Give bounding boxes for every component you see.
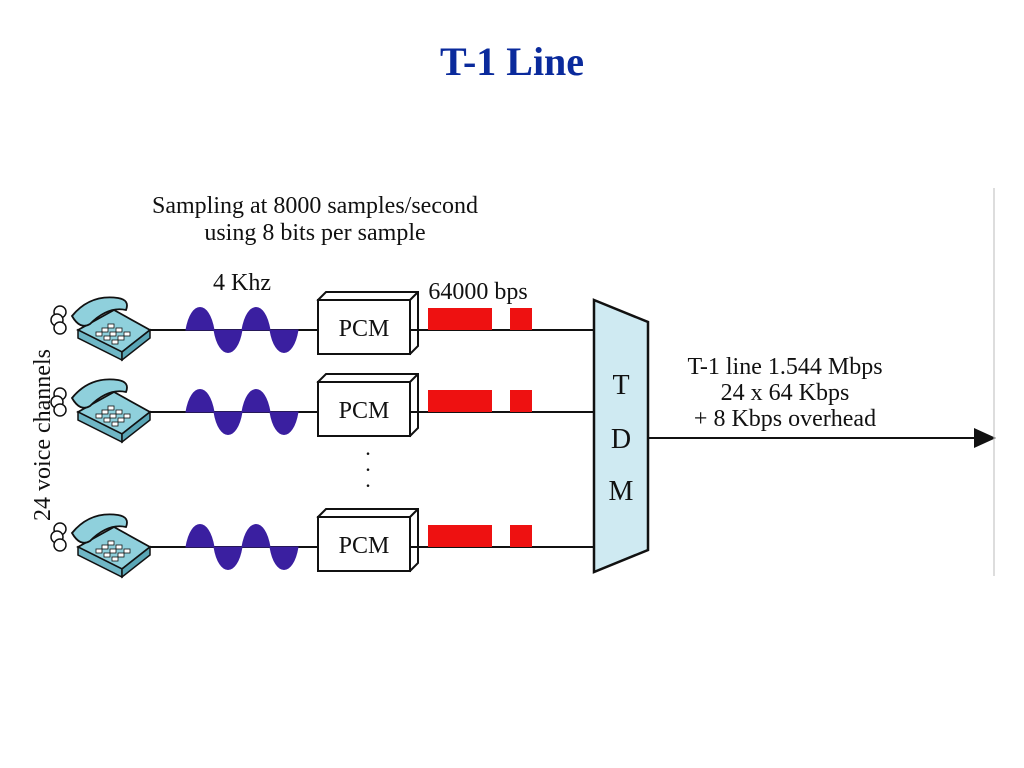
pulse-block [428,525,492,547]
telephone-icon [50,513,151,578]
tdm-letter-m: M [609,476,634,507]
arrow-head-icon [974,428,996,448]
analog-wave [185,307,299,353]
pulse-block [510,525,532,547]
output-line-1: T-1 line 1.544 Mbps [687,354,882,380]
pulse-block [510,308,532,330]
telephone-icon [50,296,151,361]
pcm-encoder: PCM [316,373,419,438]
tdm-multiplexer: T D M [592,298,650,574]
pcm-encoder: PCM [316,291,419,356]
output-line-3: + 8 Kbps overhead [694,406,876,432]
pulse-block [510,390,532,412]
tdm-letter-d: D [611,424,631,455]
channel-2: PCM [50,373,594,443]
channel-ellipsis: ... [365,435,371,492]
voice-channels-label: 24 voice channels [30,349,56,521]
frequency-label: 4 Khz [213,270,271,296]
channel-3: PCM [50,508,594,578]
pcm-label: PCM [339,316,390,342]
analog-wave [185,389,299,435]
analog-wave [185,524,299,570]
output-line-2: 24 x 64 Kbps [721,380,850,406]
telephone-icon [50,378,151,443]
sampling-line-2: using 8 bits per sample [204,220,425,246]
pcm-label: PCM [339,398,390,424]
bitrate-label: 64000 bps [428,279,527,305]
channel-1: PCM [50,291,594,361]
pcm-encoder: PCM [316,508,419,573]
page-title: T-1 Line [439,39,585,84]
pulse-block [428,308,492,330]
pcm-label: PCM [339,533,390,559]
pulse-block [428,390,492,412]
sampling-line-1: Sampling at 8000 samples/second [152,193,478,219]
tdm-letter-t: T [612,370,629,401]
